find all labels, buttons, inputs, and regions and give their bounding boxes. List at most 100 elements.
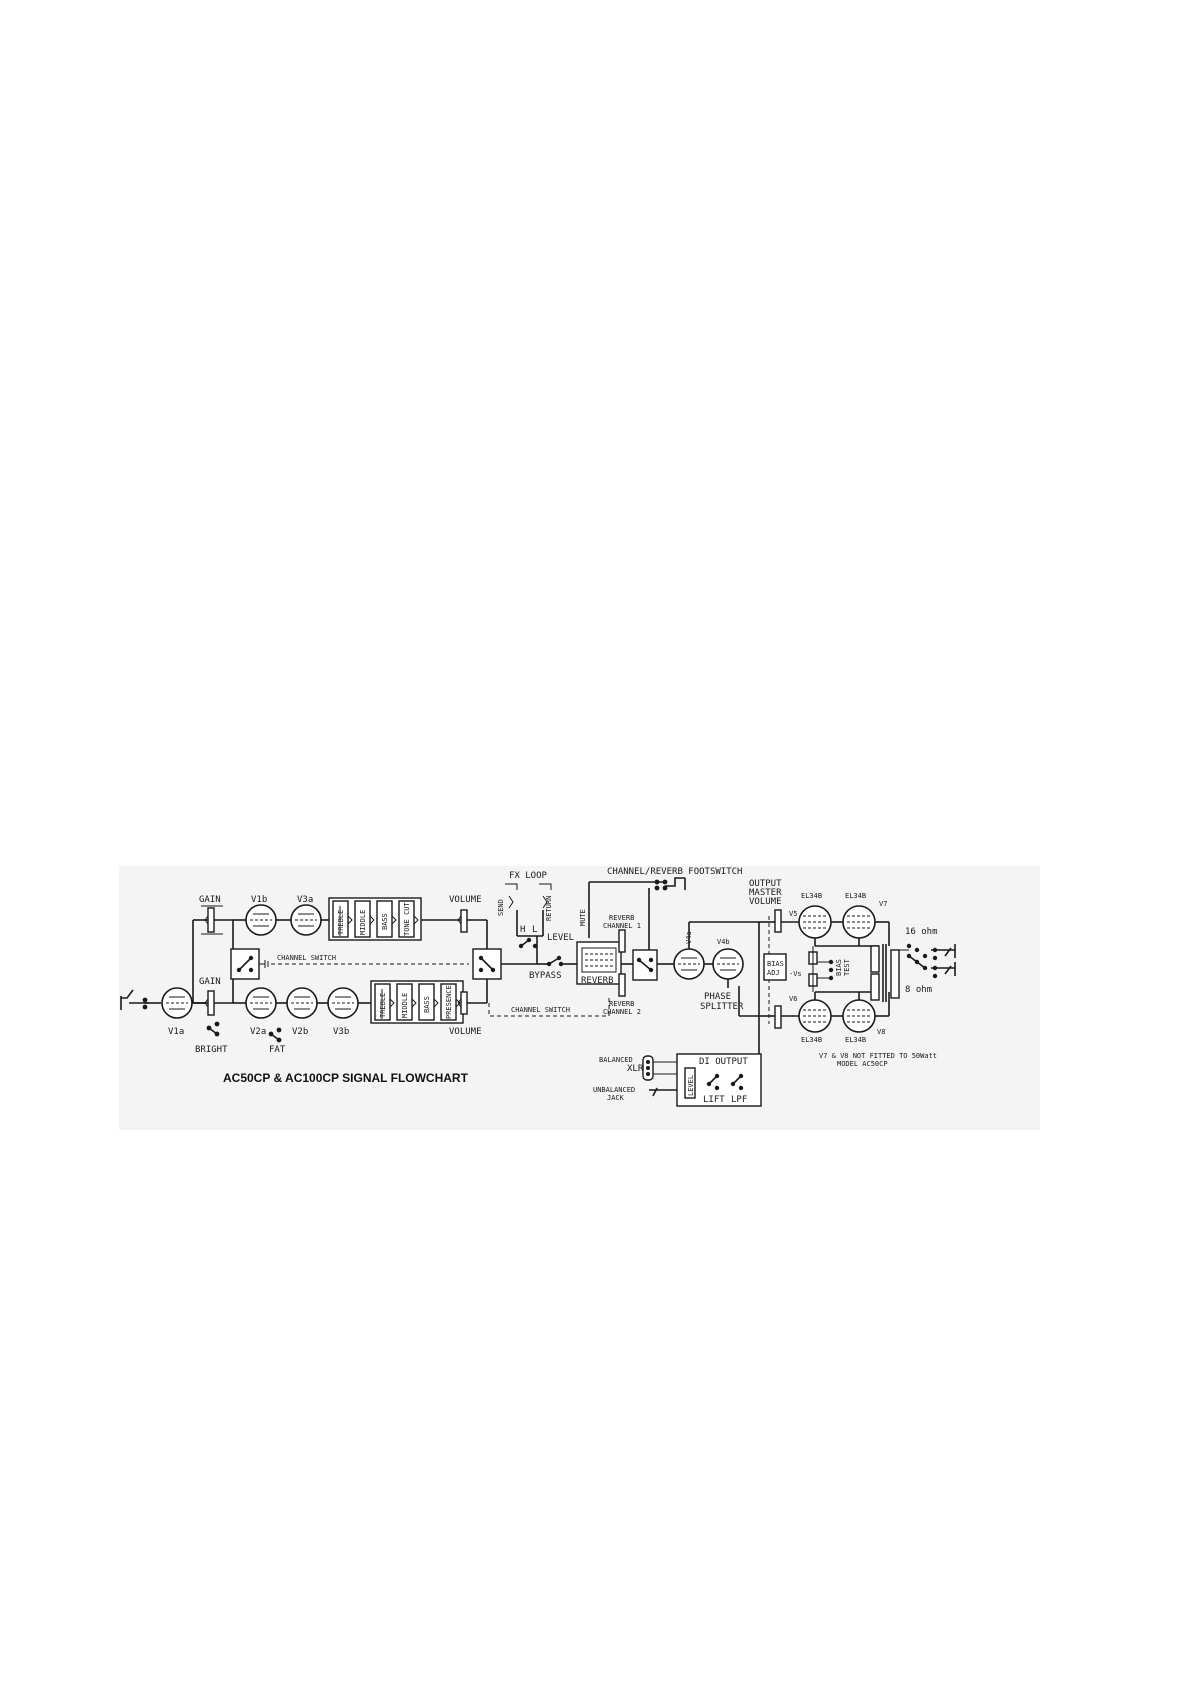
tube-v4b-label: V4b [717,938,730,946]
volume-bottom-pot [460,991,468,1015]
tube-v5-label: V5 [789,910,797,918]
tone-stack-channel-2: TREBLE MIDDLE BASS PRESENCE [370,980,464,1024]
tube-v1a-label: V1a [168,1027,184,1037]
v7-v8-note-b: MODEL AC50CP [837,1060,888,1068]
channel-switch-bottom-label: CHANNEL SWITCH [511,1006,570,1014]
tube-v3a [290,904,322,936]
v7-v8-note-a: V7 & V8 NOT FITTED TO 50Watt [819,1052,937,1060]
output-master-pot-top [774,909,782,933]
fx-return-jack-icon [539,883,552,936]
tube-v2b [286,987,318,1019]
tube-v3b-label: V3b [333,1027,349,1037]
tube-v2a [245,987,277,1019]
output-master-label-b: MASTER [749,888,782,898]
minus-vs-label: -Vs [789,970,802,978]
tube-v3b [327,987,359,1019]
reverb-ch1-pot [618,929,626,953]
reverb-ch1-label-b: CHANNEL 1 [603,922,641,930]
volume-top-label: VOLUME [449,895,482,905]
ohm16-label: 16 ohm [905,927,938,937]
output-master-label-c: VOLUME [749,897,782,907]
tube-v3a-label: V3a [297,895,313,905]
fx-l-label: L [532,925,537,935]
tube-v6 [798,999,832,1033]
reverb-tank [576,941,622,985]
ohm8-label: 8 ohm [905,985,932,995]
gain-bottom-label: GAIN [199,977,221,987]
fx-bypass-label: BYPASS [529,971,562,981]
tube-v5-type: EL34B [801,892,822,900]
di-lift-switch-icon [706,1073,720,1091]
tube-v7-label: V7 [879,900,887,908]
tube-v1b-label: V1b [251,895,267,905]
tube-v8-type: EL34B [845,1036,866,1044]
bias-adj-label-a: BIAS [767,960,784,968]
tone1-bass: BASS [381,913,389,930]
tube-v8 [842,999,876,1033]
tube-v6-label: V6 [789,995,797,1003]
xlr-connector-icon [642,1055,677,1081]
tone2-middle: MIDDLE [401,993,409,1018]
reverb-ch2-pot [618,973,626,997]
schematic-canvas: V1a GAIN GAIN BRIGHT FAT CHANNEL SWITCH … [120,867,956,1107]
di-unbalanced-label-b: JACK [607,1094,625,1102]
gain-bottom-pot [207,990,215,1016]
volume-bottom-label: VOLUME [449,1027,482,1037]
impedance-switch-icon [899,943,928,971]
di-unbalanced-label-a: UNBALANCED [593,1086,635,1094]
di-xlr-label: XLR [627,1064,644,1074]
output-transformer [870,944,900,1002]
bias-adj-box [763,953,787,981]
mute-label: MUTE [579,909,587,926]
phase-splitter-label-b: SPLITTER [700,1002,744,1012]
tone-stack-channel-1: TREBLE MIDDLE BASS TONE CUT [328,897,422,941]
input-jack-icon [120,989,149,1010]
tube-v7 [842,905,876,939]
fat-label: FAT [269,1045,286,1055]
fx-send-label: SEND [497,899,505,916]
tone2-treble: TREBLE [379,993,387,1018]
fx-h-label: H [520,925,525,935]
bias-test-label-b: TEST [843,958,851,976]
output-master-label-a: OUTPUT [749,879,782,889]
tube-v2b-label: V2b [292,1027,308,1037]
phase-splitter-label-a: PHASE [704,992,731,1002]
di-lift-label: LIFT [703,1095,725,1105]
reverb-ch2-label-b: CHANNEL 2 [603,1008,641,1016]
reverb-ch1-label-a: REVERB [609,914,634,922]
tube-v5 [798,905,832,939]
footswitch-jack-icon [654,877,686,891]
bias-adj-label-b: ADJ [767,969,780,977]
reverb-label: REVERB [581,976,614,986]
tube-v8-label: V8 [877,1028,885,1036]
gain-top-pot [207,907,215,933]
output-master-pot-bottom [774,1005,782,1029]
bias-test-label-a: BIAS [835,959,843,976]
fat-switch-icon [268,1027,282,1043]
fx-bypass-switch-icon [546,955,564,967]
tube-v4b [712,948,744,980]
tube-v4a [673,948,705,980]
fx-loop-label: FX LOOP [509,871,548,881]
speaker-jack-16ohm-icon [931,944,956,961]
fx-return-label: RETURN [545,896,553,921]
bright-label: BRIGHT [195,1045,228,1055]
di-lpf-label: LPF [731,1095,747,1105]
gain-top-label: GAIN [199,895,221,905]
di-level-pot [684,1067,696,1099]
di-balanced-label: BALANCED [599,1056,633,1064]
tube-v2a-label: V2a [250,1027,266,1037]
channel-switch-top-label: CHANNEL SWITCH [277,954,336,962]
tube-v7-type: EL34B [845,892,866,900]
flowchart-title: AC50CP & AC100CP SIGNAL FLOWCHART [223,1071,469,1085]
unbalanced-jack-icon [649,1087,677,1097]
tone1-treble: TREBLE [337,910,345,935]
speaker-jack-8ohm-icon [931,962,956,979]
di-output-label: DI OUTPUT [699,1057,748,1067]
volume-top-pot [460,909,468,933]
tube-v1a [161,987,193,1019]
footswitch-label: CHANNEL/REVERB FOOTSWITCH [607,867,742,877]
di-level-label: LEVEL [687,1075,695,1096]
tone1-tone-cut: TONE CUT [403,901,411,936]
fx-level-switch-icon [518,937,538,949]
